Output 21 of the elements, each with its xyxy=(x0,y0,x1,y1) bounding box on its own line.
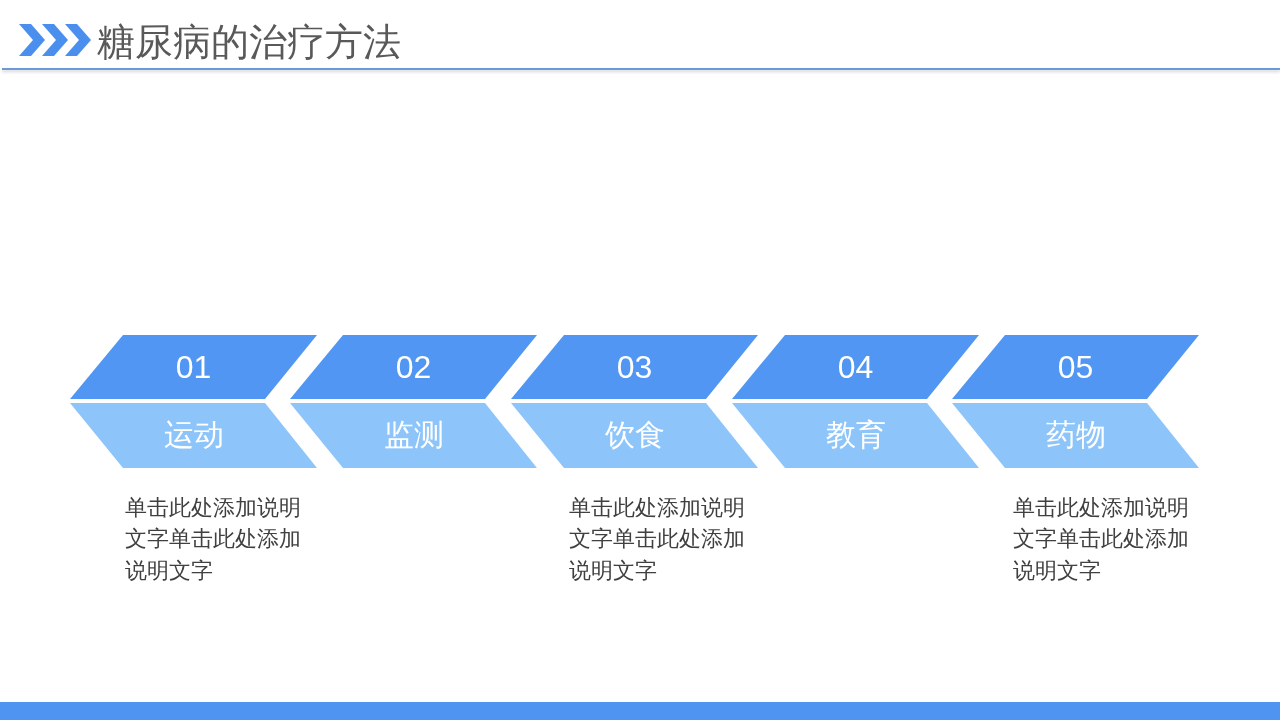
description-text: 单击此处添加说明文字单击此处添加说明文字 xyxy=(1013,494,1190,585)
chevron-band xyxy=(70,335,317,399)
step-number: 03 xyxy=(616,348,653,386)
chevron-band xyxy=(732,403,979,468)
step-title: 教育 xyxy=(825,418,886,453)
chevron-band xyxy=(952,335,1199,399)
description-text: 单击此处添加说明文字单击此处添加说明文字 xyxy=(569,494,746,585)
chevron-band xyxy=(511,335,758,399)
step-number: 01 xyxy=(175,348,212,386)
step-number: 02 xyxy=(395,348,432,386)
step-title: 药物 xyxy=(1045,418,1106,453)
step-title: 饮食 xyxy=(604,418,665,453)
chevron-band xyxy=(290,403,537,468)
page-title: 糖尿病的治疗方法 xyxy=(97,19,401,65)
step-number: 05 xyxy=(1057,348,1094,386)
step-number: 04 xyxy=(837,348,874,386)
step-title: 运动 xyxy=(163,418,224,453)
chevron-band xyxy=(290,335,537,399)
step-title: 监测 xyxy=(383,418,444,453)
description-text: 单击此处添加说明文字单击此处添加说明文字 xyxy=(125,494,302,585)
chevron-band xyxy=(732,335,979,399)
